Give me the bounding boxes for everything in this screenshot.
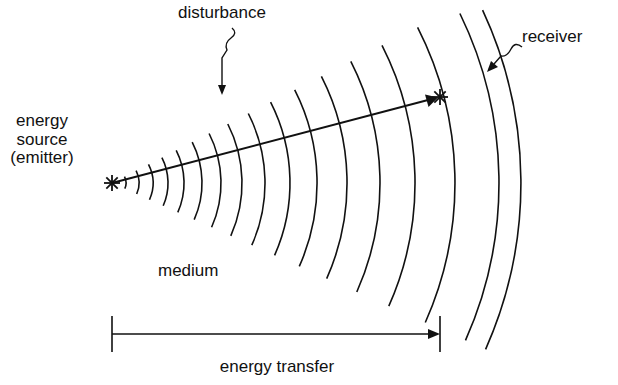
dimension-label: energy transfer — [220, 358, 334, 377]
source-label: energy source (emitter) — [5, 112, 79, 168]
receiver-star — [432, 89, 448, 105]
leader-line — [494, 44, 522, 64]
arrowhead — [487, 61, 498, 72]
callout-label: receiver — [522, 28, 582, 47]
dimension-bracket — [112, 316, 440, 352]
arrowhead — [218, 85, 226, 95]
energy-arrow — [112, 100, 428, 183]
leader-line — [222, 28, 235, 86]
arrowhead — [428, 329, 440, 339]
wave-fronts — [125, 10, 521, 349]
region-label: medium — [158, 262, 218, 281]
emitter-star — [104, 175, 120, 191]
callout-label: disturbance — [178, 4, 266, 23]
